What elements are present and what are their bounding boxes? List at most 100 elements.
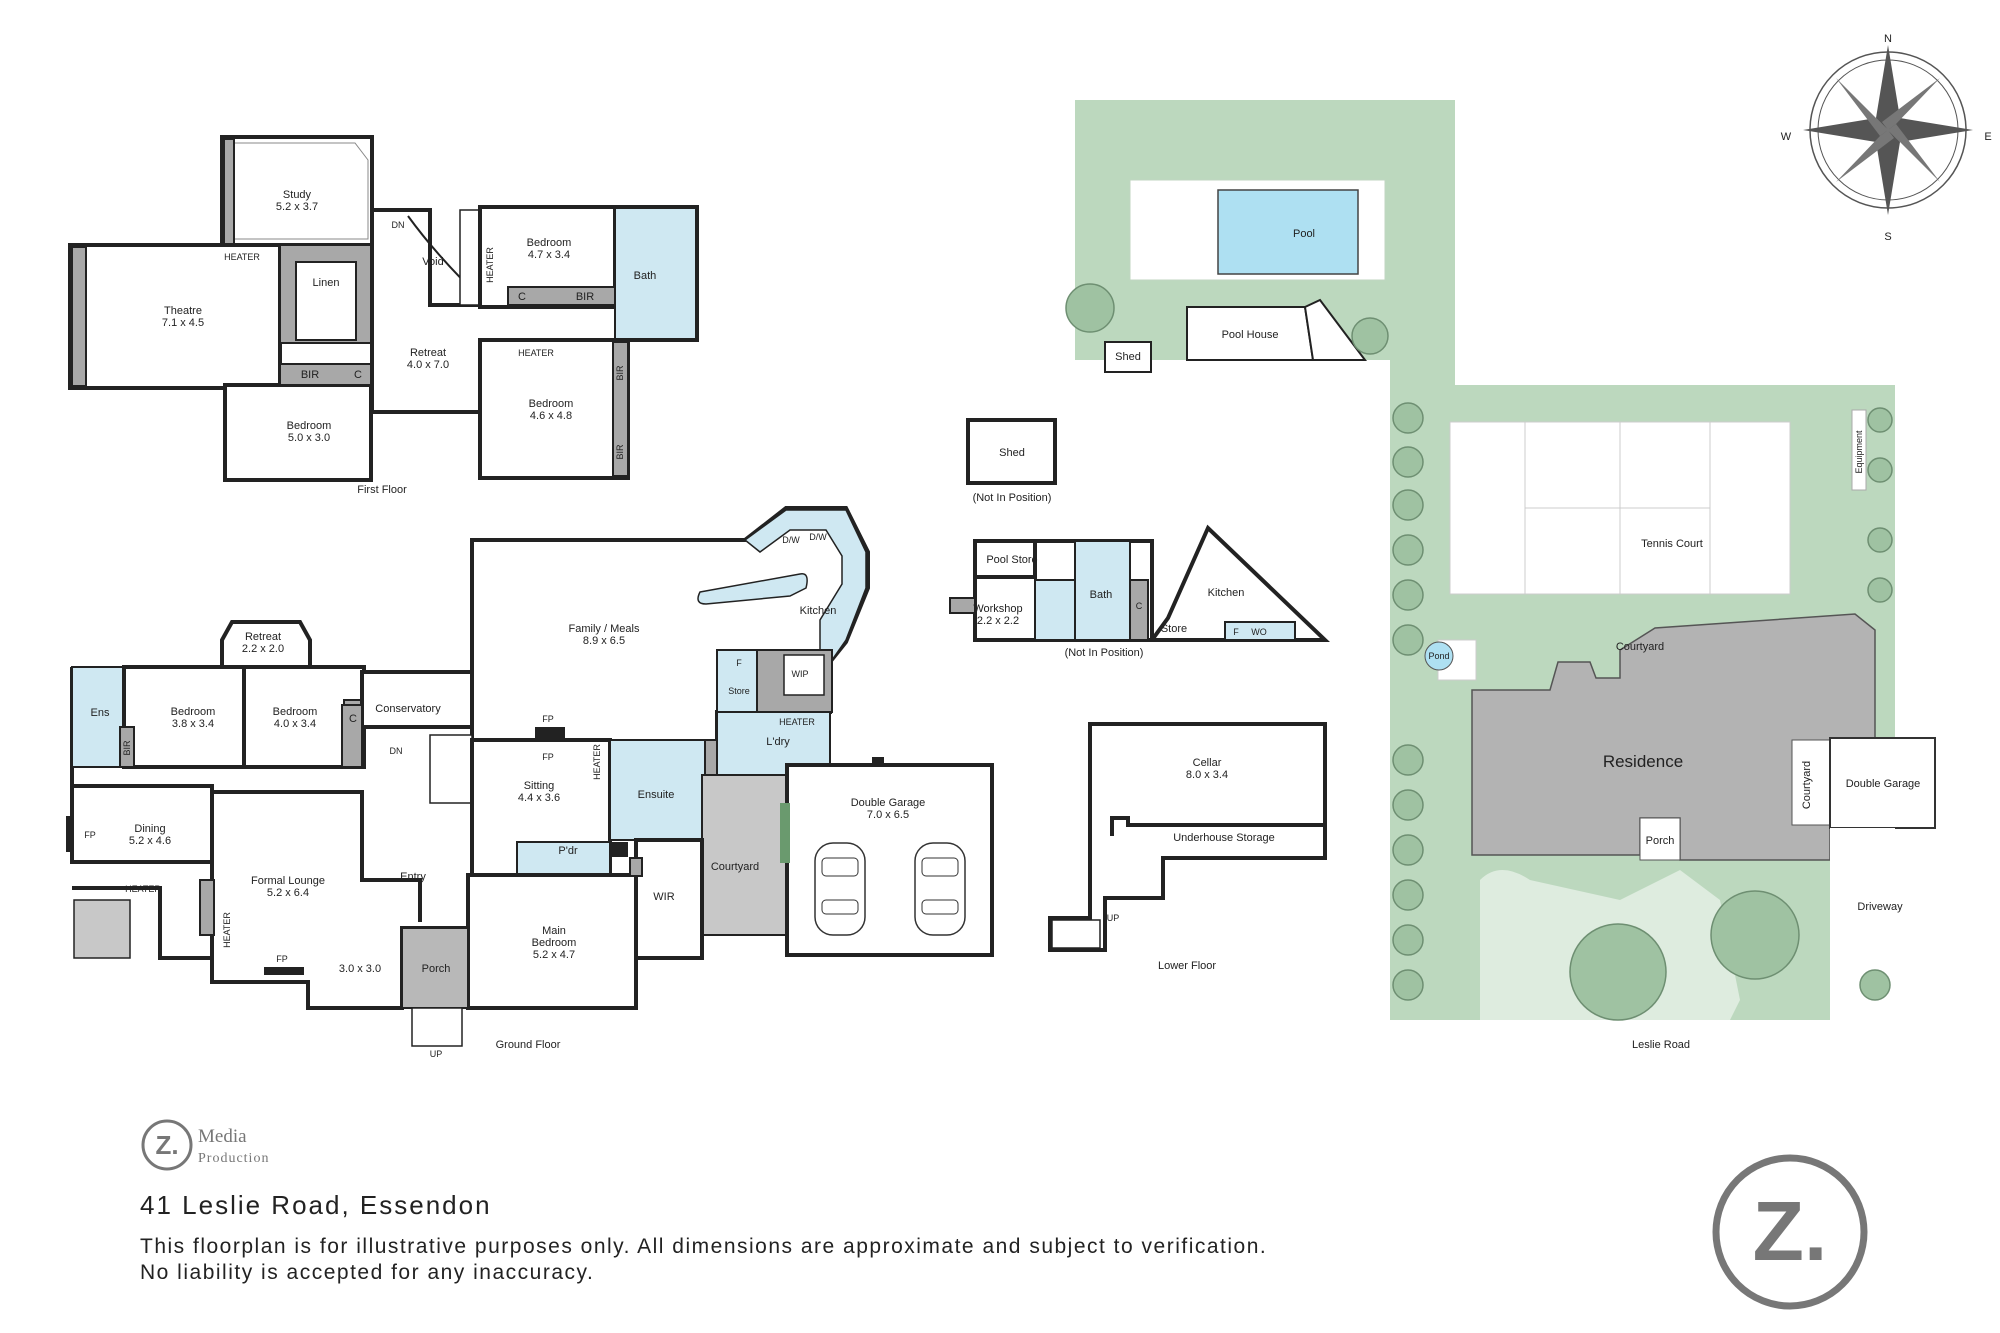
label-sitting: Sitting [524, 780, 555, 792]
label-entry: Entry [400, 871, 426, 883]
label-room-3x3: 3.0 x 3.0 [339, 963, 381, 975]
zmedia-logo-letter: Z. [155, 1130, 178, 1160]
label-bedroom-ff-1-dim: 5.0 x 3.0 [288, 432, 330, 444]
label-bedroom-gf-1-dim: 3.8 x 3.4 [172, 718, 214, 730]
label-ens: Ens [91, 707, 110, 719]
caption-lower-floor: Lower Floor [1158, 960, 1216, 972]
room-pool-store [973, 539, 1037, 579]
label-dn-ff: DN [392, 220, 405, 230]
label-powder: P'dr [558, 845, 578, 857]
zmedia-logo-name: Media [198, 1126, 247, 1147]
label-retreat-gf-dim: 2.2 x 2.0 [242, 643, 284, 655]
compass-n: N [1884, 33, 1892, 45]
trees-group [1065, 283, 1893, 1021]
label-ensuite: Ensuite [638, 789, 675, 801]
car-icon-2 [914, 842, 966, 936]
car-icon-1 [814, 842, 866, 936]
lower-floor-plan: Cellar 8.0 x 3.4 Underhouse Storage UP L… [1048, 722, 1327, 972]
label-fp-2: FP [542, 752, 554, 762]
room-bedroom-gf-1 [122, 665, 246, 769]
label-up-gf: UP [430, 1049, 443, 1059]
disclaimer-line-1: This floorplan is for illustrative purpo… [140, 1235, 1268, 1258]
label-bir-gf: BIR [122, 740, 132, 756]
label-fp-1: FP [542, 714, 554, 724]
label-conservatory: Conservatory [375, 703, 441, 715]
label-bedroom-gf-2: Bedroom [273, 706, 318, 718]
zmedia-large-logo: Z. [1712, 1154, 1868, 1310]
label-laundry: L'dry [766, 736, 790, 748]
label-double-garage-site: Double Garage [1846, 778, 1921, 790]
zmedia-logo-circle-icon [141, 1119, 193, 1171]
label-theatre: Theatre [164, 305, 202, 317]
label-formal-lounge-dim: 5.2 x 6.4 [267, 887, 309, 899]
ground-floor-plan: Retreat 2.2 x 2.0 Ens BIR Bedroom 3.8 x … [66, 506, 994, 1059]
label-residence: Residence [1603, 752, 1683, 771]
site-plan: Pool Pool House Shed Tennis Court Equipm… [1065, 100, 1936, 1051]
room-shed [966, 418, 1057, 485]
room-courtyard-gf [701, 774, 788, 936]
label-up-lower: UP [1107, 913, 1120, 923]
label-linen: Linen [313, 277, 340, 289]
zmedia-logo: Z. Media Production [141, 1119, 268, 1171]
label-bedroom-ff-1: Bedroom [287, 420, 332, 432]
label-underhouse-storage: Underhouse Storage [1173, 832, 1275, 844]
label-heater-ff-3: HEATER [518, 348, 554, 358]
compass-rose-icon: N E S W [1781, 33, 1992, 243]
label-courtyard-site-2: Courtyard [1801, 761, 1813, 809]
label-bedroom-gf-1: Bedroom [171, 706, 216, 718]
label-main-bedroom-2: Bedroom [532, 937, 577, 949]
label-bedroom-ff-2-dim: 4.7 x 3.4 [528, 249, 570, 261]
caption-not-in-position-1: (Not In Position) [973, 492, 1052, 504]
label-double-garage-gf: Double Garage [851, 797, 926, 809]
label-bath-out: Bath [1090, 589, 1113, 601]
label-pool-house: Pool House [1222, 329, 1279, 341]
label-study-dim: 5.2 x 3.7 [276, 201, 318, 213]
disclaimer-line-2: No liability is accepted for any inaccur… [140, 1261, 595, 1284]
label-cellar: Cellar [1193, 757, 1222, 769]
label-workshop-dim: 2.2 x 2.2 [977, 615, 1019, 627]
label-shed-site: Shed [1115, 351, 1141, 363]
label-c-ff-1: C [354, 369, 362, 381]
label-fp-4: FP [276, 954, 288, 964]
label-heater-gf-sitting: HEATER [592, 744, 602, 780]
label-heater-gf-dining: HEATER [125, 884, 161, 894]
room-ens [71, 666, 125, 768]
label-kitchen-out: Kitchen [1208, 587, 1245, 599]
label-f-gf: F [736, 658, 742, 668]
label-porch: Porch [422, 963, 451, 975]
label-pond: Pond [1428, 651, 1449, 661]
label-void: Void [422, 256, 443, 268]
label-wo-out: WO [1251, 627, 1267, 637]
label-equipment: Equipment [1854, 430, 1864, 474]
label-fp-3: FP [84, 830, 96, 840]
label-shed-out: Shed [999, 447, 1025, 459]
property-address: 41 Leslie Road, Essendon [140, 1190, 492, 1220]
label-dw-1: D/W [782, 535, 800, 545]
room-cellar [1048, 722, 1327, 952]
label-retreat-ff-dim: 4.0 x 7.0 [407, 359, 449, 371]
label-wip: WIP [792, 669, 809, 679]
label-f-out: F [1233, 627, 1239, 637]
label-dn-gf: DN [390, 746, 403, 756]
room-bedroom-ff-1 [223, 383, 373, 482]
shed-shape [1104, 341, 1152, 373]
label-bedroom-ff-2: Bedroom [527, 237, 572, 249]
label-family-meals: Family / Meals [569, 623, 640, 635]
label-bedroom-ff-3: Bedroom [529, 398, 574, 410]
label-bir-ff-3: BIR [615, 365, 625, 381]
label-c-ff-2: C [518, 291, 526, 303]
label-pool: Pool [1293, 228, 1315, 240]
zmedia-large-logo-letter: Z. [1753, 1184, 1828, 1278]
label-bir-ff-2: BIR [576, 291, 594, 303]
label-bedroom-gf-2-dim: 4.0 x 3.4 [274, 718, 316, 730]
label-double-garage-gf-dim: 7.0 x 6.5 [867, 809, 909, 821]
compass-s: S [1884, 231, 1891, 243]
label-bir-ff-1: BIR [301, 369, 319, 381]
room-bedroom-ff-3 [478, 338, 630, 480]
compass-w: W [1781, 131, 1792, 143]
label-courtyard-site-1: Courtyard [1616, 641, 1664, 653]
label-store-gf: Store [728, 686, 750, 696]
label-heater-ff-1: HEATER [224, 252, 260, 262]
room-main-bedroom [466, 873, 638, 1010]
